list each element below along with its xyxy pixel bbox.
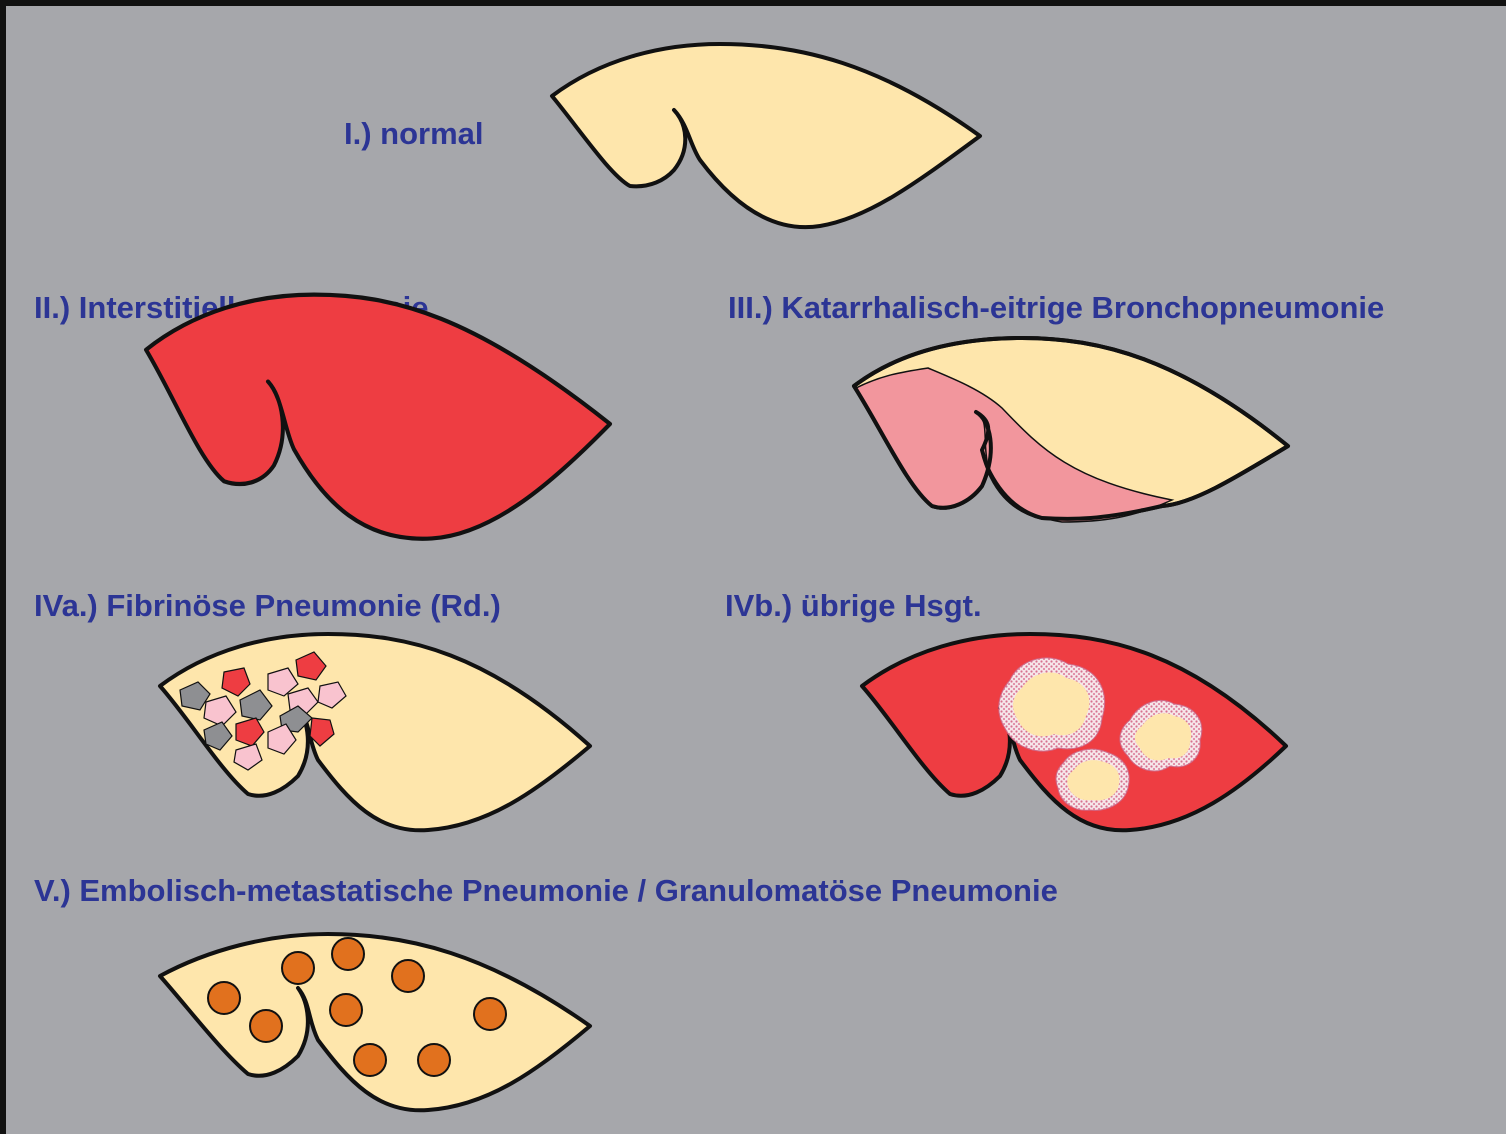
granuloma-nodule [392,960,424,992]
granuloma-nodule [330,994,362,1026]
granuloma-nodule [474,998,506,1030]
granuloma-nodule [208,982,240,1014]
lung-outline-embolic [160,934,590,1110]
granuloma-nodule [418,1044,450,1076]
granuloma-nodule [282,952,314,984]
granuloma-nodule [354,1044,386,1076]
granuloma-nodule [250,1010,282,1042]
granuloma-nodule [332,938,364,970]
